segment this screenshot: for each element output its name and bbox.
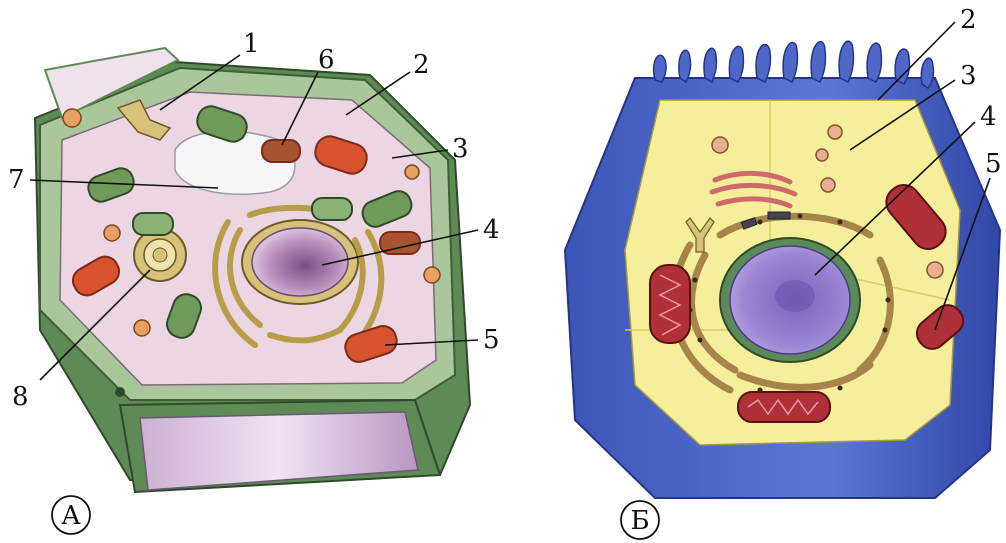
panel-letter-b-text: Б	[630, 506, 649, 536]
panel-letter-a: А	[52, 496, 90, 534]
label-b-2: 2	[960, 5, 977, 35]
golgi-apparatus	[134, 229, 186, 281]
label-b-3: 3	[960, 61, 977, 91]
label-a-3: 3	[452, 134, 469, 164]
panel-letter-b: Б	[621, 501, 659, 539]
label-a-8: 8	[12, 382, 29, 412]
label-a-6: 6	[318, 45, 335, 75]
label-a-4: 4	[483, 215, 500, 245]
plant-cell: 1 6 2 3 7 4 5 8 А	[8, 29, 500, 534]
label-a-1: 1	[243, 29, 260, 59]
label-a-2: 2	[413, 50, 430, 80]
plant-nucleus	[242, 220, 358, 304]
label-b-5: 5	[985, 149, 1002, 179]
animal-cell: 2 3 4 5 Б	[565, 5, 1002, 539]
pore	[115, 387, 125, 397]
animal-nucleus	[720, 238, 860, 362]
label-b-4: 4	[980, 102, 997, 132]
panel-letter-a-text: А	[61, 501, 81, 531]
label-a-5: 5	[483, 325, 500, 355]
label-a-7: 7	[8, 165, 25, 195]
